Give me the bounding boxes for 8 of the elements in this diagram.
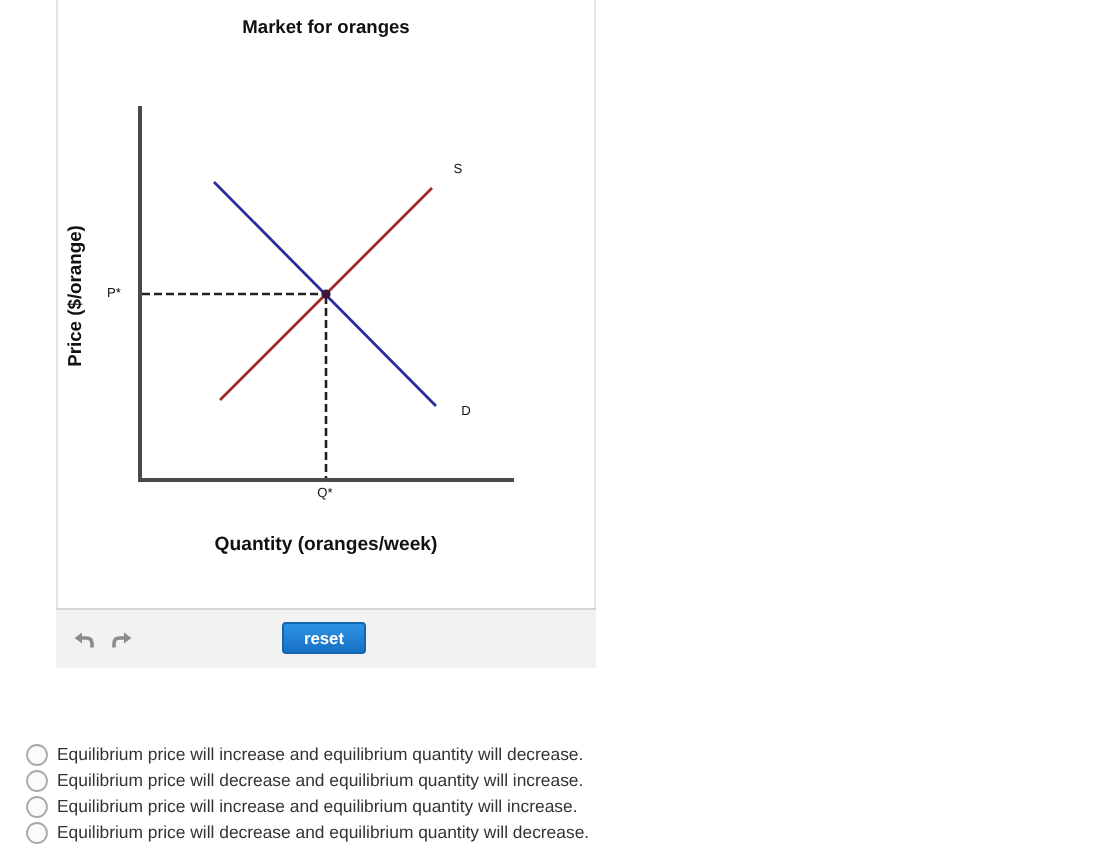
chart-title: Market for oranges xyxy=(242,18,410,38)
answer-option: Equilibrium price will increase and equilibrium quantity will increase. xyxy=(57,796,578,818)
y-axis-label: Price ($/orange) xyxy=(64,224,84,366)
x-axis-label: Quantity (oranges/week) xyxy=(214,536,438,556)
answer-option: Equilibrium price will decrease and equilibrium quantity will decrease. xyxy=(57,822,590,844)
answer-option: Equilibrium price will increase and equilibrium quantity will decrease. xyxy=(57,744,584,766)
answer-option: Equilibrium price will decrease and equilibrium quantity will increase. xyxy=(57,770,584,792)
reset-button: reset xyxy=(282,622,366,654)
